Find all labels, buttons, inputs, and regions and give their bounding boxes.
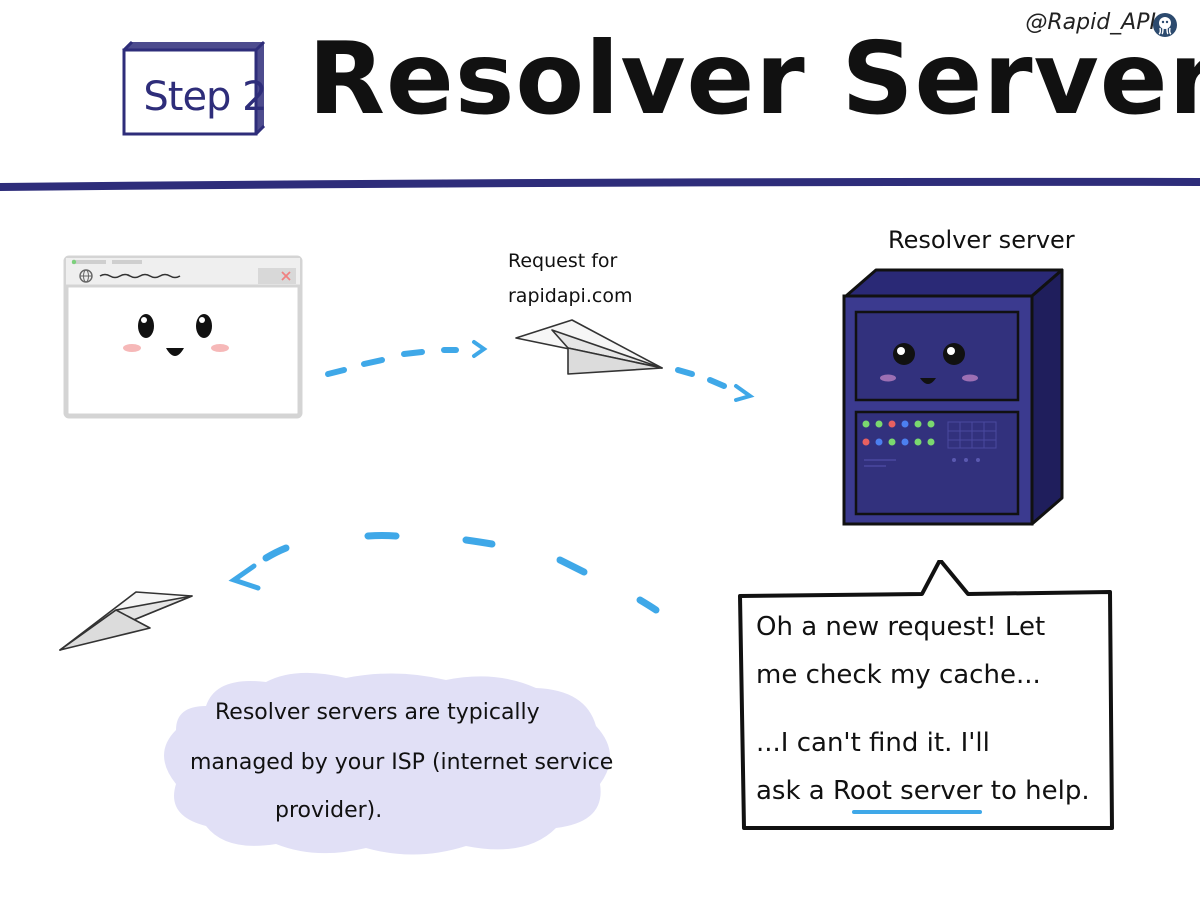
speech-line-2: me check my cache...	[756, 660, 1041, 690]
speech-line-3: ...I can't find it. I'll	[756, 728, 990, 758]
root-server-underline	[852, 810, 982, 814]
globe-icon	[79, 269, 93, 283]
browser-window	[63, 255, 303, 419]
speech-line-1: Oh a new request! Let	[756, 612, 1046, 642]
browser-face	[123, 314, 229, 356]
note-cloud	[164, 672, 611, 855]
note-line-1: Resolver servers are typically	[215, 700, 540, 725]
response-arrow	[228, 532, 660, 614]
server-face	[880, 343, 978, 384]
speech-bubble	[738, 560, 1114, 830]
root-server-highlight: Root server	[833, 776, 983, 806]
request-label: Request for rapidapi.com	[508, 244, 708, 314]
note-line-2: managed by your ISP (internet service	[190, 750, 614, 775]
speech-line-4-suffix: to help.	[982, 776, 1090, 806]
paper-plane-return-icon	[59, 591, 193, 651]
step-label: Step 2	[143, 74, 267, 120]
resolver-server	[842, 268, 1064, 526]
page-title: Resolver Server	[308, 20, 1200, 137]
request-arrow-to-plane	[325, 340, 488, 377]
speech-line-4: ask a Root server to help.	[756, 776, 1090, 806]
header-divider	[0, 177, 1200, 191]
note-line-3: provider).	[275, 798, 383, 823]
request-arrow-to-server	[675, 367, 755, 402]
status-lights	[862, 420, 935, 446]
author-handle: @Rapid_API	[1025, 10, 1156, 35]
close-icon	[281, 271, 291, 281]
speech-line-4-prefix: ask a	[756, 776, 833, 806]
paper-plane-icon	[515, 319, 663, 375]
request-label-line1: Request for	[508, 250, 618, 272]
vent-grid	[947, 421, 997, 449]
resolver-server-label: Resolver server	[888, 226, 1075, 254]
step-box	[122, 40, 266, 136]
request-label-line2: rapidapi.com	[508, 285, 633, 307]
octopus-logo-icon	[1153, 13, 1177, 37]
